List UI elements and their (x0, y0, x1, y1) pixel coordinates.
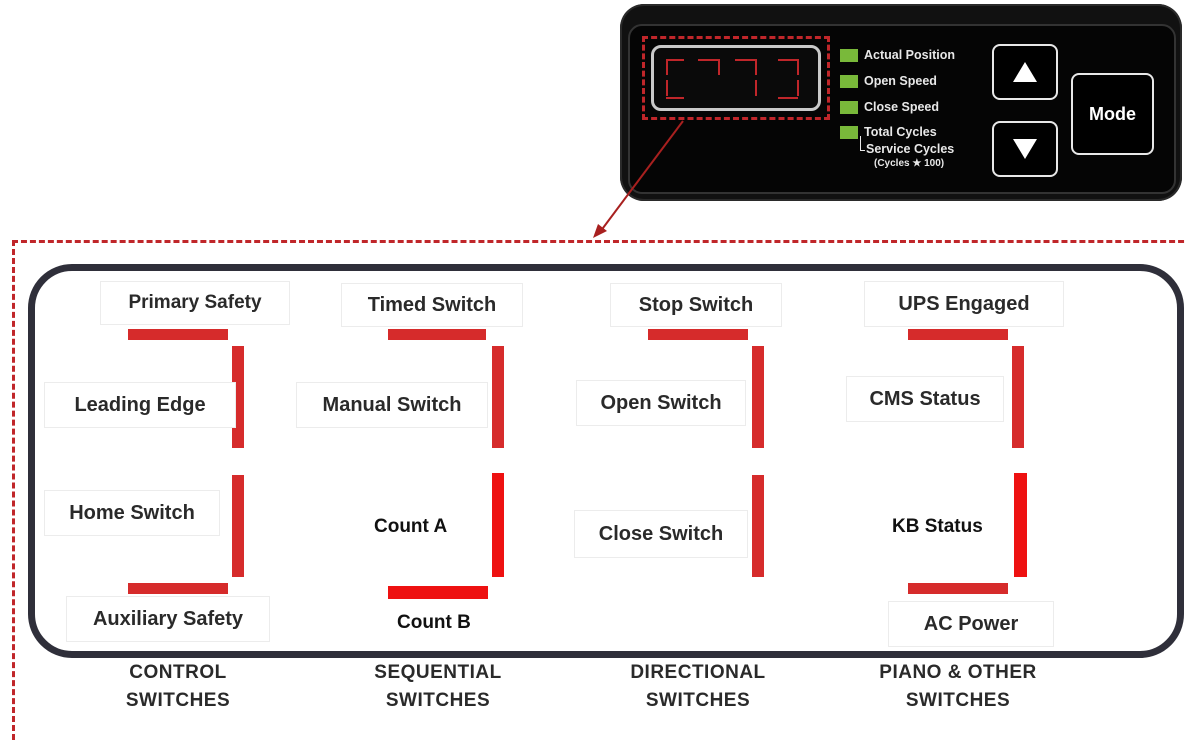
digit-segment (797, 59, 799, 75)
led-icon (840, 48, 858, 62)
label-text: Home Switch (69, 501, 195, 524)
cycles-note: (Cycles ★ 100) (874, 158, 945, 169)
segment-label-count-b: Count B (397, 612, 471, 633)
segment-label-kb-status: KB Status (892, 516, 983, 537)
group-title-line: PIANO & OTHER (879, 662, 1037, 683)
segment-bar (908, 583, 1008, 594)
display-highlight-frame (642, 36, 830, 120)
digit-segment (666, 80, 668, 96)
group-title-piano-other: PIANO & OTHER SWITCHES (848, 659, 1068, 715)
mode-button-label: Mode (1089, 103, 1136, 124)
segment-bar (1012, 346, 1024, 448)
digit-segment (666, 59, 684, 61)
up-button[interactable] (992, 44, 1058, 100)
segment-bar (232, 475, 244, 577)
segment-bar (752, 346, 764, 448)
segment-bar (1014, 473, 1027, 577)
segment-label-home-switch: Home Switch (44, 490, 220, 536)
group-title-sequential: SEQUENTIAL SWITCHES (338, 659, 538, 715)
group-title-line: DIRECTIONAL (630, 662, 766, 683)
digit-segment (666, 97, 684, 99)
indicator-close-speed: Close Speed (840, 100, 939, 114)
label-text: Open Switch (600, 391, 722, 414)
led-icon (840, 74, 858, 88)
digit-segment (666, 59, 668, 75)
segment-bar (388, 586, 488, 599)
segment-bar (908, 329, 1008, 340)
label-text: Auxiliary Safety (92, 607, 244, 630)
label-text: Close Switch (598, 522, 724, 545)
indicator-actual-position: Actual Position (840, 48, 955, 62)
triangle-up-icon (1013, 62, 1037, 82)
segment-label-primary-safety: Primary Safety (100, 281, 290, 325)
triangle-down-icon (1013, 139, 1037, 159)
segment-bar (492, 473, 504, 577)
label-text: Stop Switch (638, 293, 754, 316)
digit-segment (735, 59, 755, 61)
segment-label-ac-power: AC Power (888, 601, 1054, 647)
digit-segment (797, 80, 799, 96)
segment-bar (648, 329, 748, 340)
label-text: Primary Safety (128, 292, 262, 313)
segment-label-timed-switch: Timed Switch (341, 283, 523, 327)
service-cycles-label: Service Cycles (866, 142, 955, 156)
segment-bar (492, 346, 504, 448)
indicator-label: Actual Position (864, 48, 955, 62)
digit-segment (755, 80, 757, 96)
segment-label-leading-edge: Leading Edge (44, 382, 236, 428)
indicator-label: Open Speed (864, 74, 937, 88)
segment-label-stop-switch: Stop Switch (610, 283, 782, 327)
group-title-line: SWITCHES (125, 690, 231, 711)
digit-segment (755, 59, 757, 75)
indicator-total-cycles: Total Cycles (840, 125, 937, 139)
mode-button[interactable]: Mode (1071, 73, 1154, 155)
group-title-line: SWITCHES (905, 690, 1011, 711)
indicator-label: Total Cycles (864, 125, 937, 139)
led-icon (840, 125, 858, 139)
segment-bar (128, 583, 228, 594)
group-title-control: CONTROL SWITCHES (78, 659, 278, 715)
label-text: Manual Switch (322, 393, 462, 416)
group-title-line: CONTROL (129, 662, 227, 683)
label-text: Timed Switch (367, 293, 497, 316)
segment-label-ups-engaged: UPS Engaged (864, 281, 1064, 327)
group-title-directional: DIRECTIONAL SWITCHES (598, 659, 798, 715)
segment-bar (128, 329, 228, 340)
group-title-line: SWITCHES (645, 690, 751, 711)
segment-label-cms-status: CMS Status (846, 376, 1004, 422)
expanded-view-frame (12, 240, 1186, 740)
bracket-icon (860, 136, 865, 151)
indicator-label: Close Speed (864, 100, 940, 114)
label-text: UPS Engaged (898, 292, 1030, 315)
down-button[interactable] (992, 121, 1058, 177)
pointer-arrow (593, 120, 684, 238)
led-icon (840, 100, 858, 114)
seven-segment-display: 3772 (651, 45, 821, 111)
digit-segment (718, 59, 720, 75)
digit-segment (778, 59, 798, 61)
segment-label-count-a: Count A (374, 516, 448, 537)
segment-label-auxiliary-safety: Auxiliary Safety (66, 596, 270, 642)
segment-bar (388, 329, 486, 340)
label-text: AC Power (923, 612, 1019, 635)
digit-segment (778, 97, 798, 99)
digit-segment (698, 59, 718, 61)
segment-label-open-switch: Open Switch (576, 380, 746, 426)
label-text: CMS Status (869, 387, 981, 410)
group-title-line: SWITCHES (385, 690, 491, 711)
segment-label-manual-switch: Manual Switch (296, 382, 488, 428)
arrowhead-icon (593, 224, 607, 238)
indicator-open-speed: Open Speed (840, 74, 937, 88)
group-title-line: SEQUENTIAL (374, 662, 502, 683)
label-text: Leading Edge (74, 393, 206, 416)
segment-label-close-switch: Close Switch (574, 510, 748, 558)
segment-bar (752, 475, 764, 577)
